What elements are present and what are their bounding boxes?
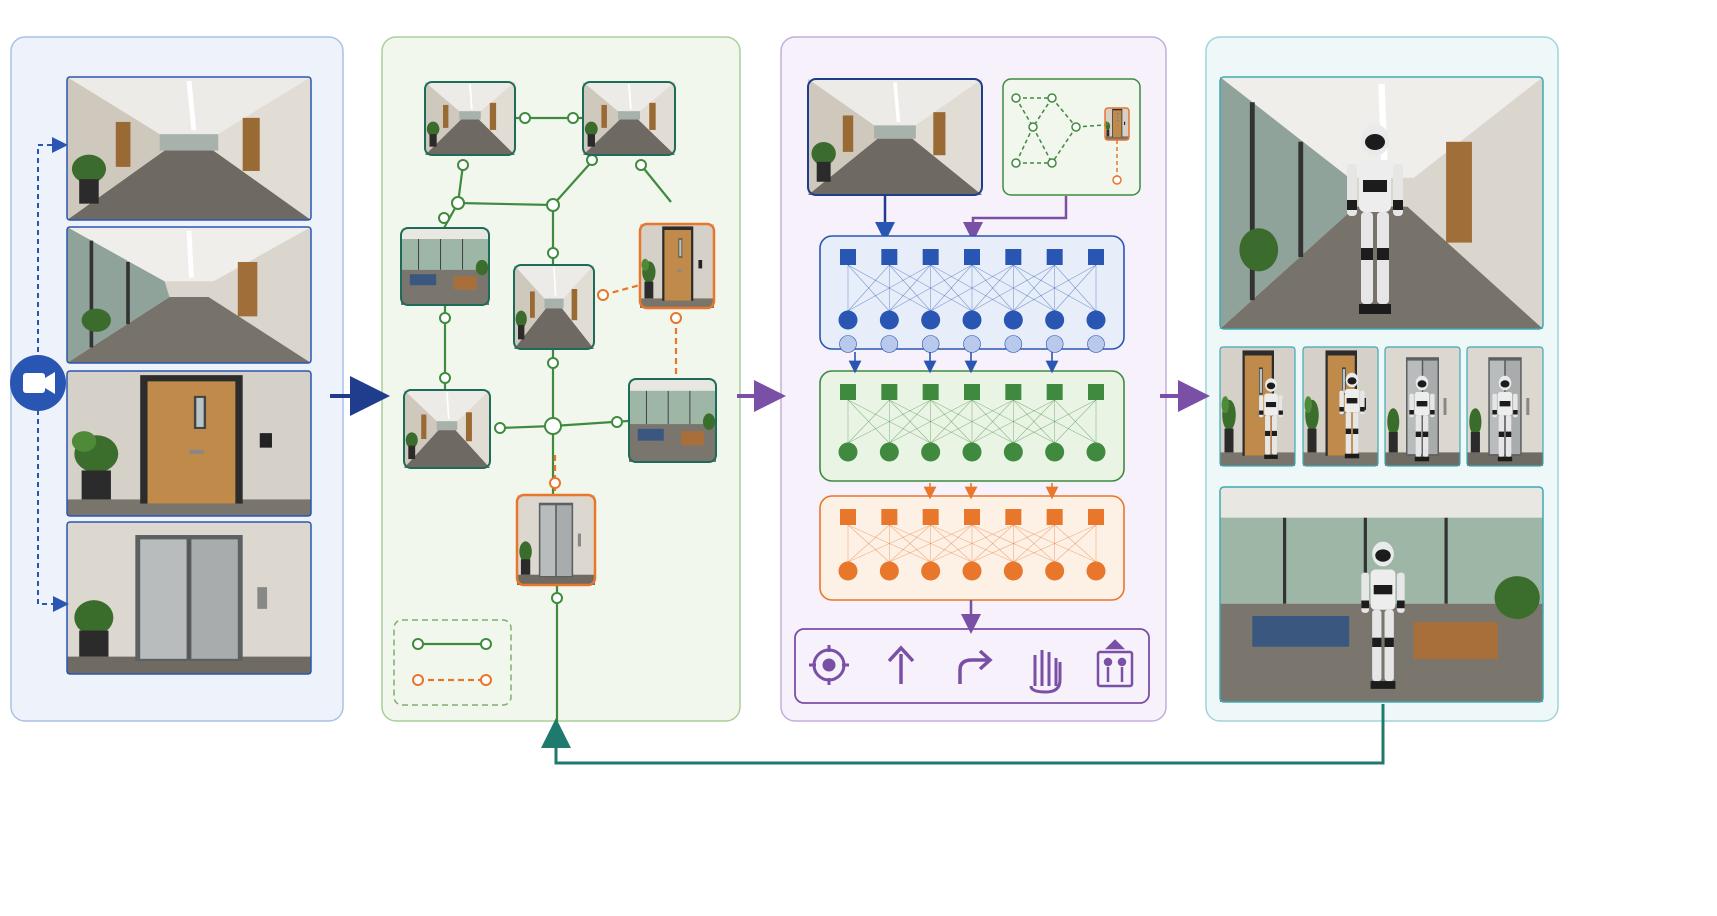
observation-frame	[66, 370, 312, 517]
layer-ghost-node	[880, 335, 899, 353]
layer-square-node	[1088, 249, 1104, 265]
layer-round-node	[879, 561, 899, 581]
layer-square-node	[881, 509, 898, 525]
layer-square-node	[881, 384, 898, 400]
turn-right-icon	[958, 649, 993, 684]
map-node-elevator-highlighted	[515, 493, 597, 587]
elevator-icon	[1096, 639, 1134, 688]
layer-round-node	[1086, 442, 1106, 462]
input-graph-thumbnail	[1002, 78, 1141, 196]
layer-round-node	[879, 310, 899, 330]
edge-legend	[393, 619, 512, 706]
map-node	[513, 264, 595, 350]
layer-square-node	[1088, 509, 1104, 525]
layer-square-node	[922, 509, 939, 525]
layer-square-node	[964, 384, 980, 400]
input-observation-image	[807, 78, 983, 196]
layer-square-node	[1005, 384, 1022, 400]
map-node	[400, 227, 490, 306]
layer-round-node	[1086, 561, 1106, 581]
layer-square-node	[840, 509, 856, 525]
layer-square-node	[1046, 249, 1063, 265]
policy-network-layers	[819, 235, 1125, 601]
target-icon	[809, 645, 849, 685]
network-layer-blue	[819, 235, 1125, 353]
network-layer-green	[819, 370, 1125, 482]
layer-square-node	[922, 384, 939, 400]
robot-view-main	[1219, 76, 1544, 330]
topological-nodes	[400, 81, 717, 587]
layer-ghost-node	[963, 335, 981, 353]
layer-round-node	[1045, 310, 1065, 330]
layer-round-node	[921, 310, 941, 330]
stop-hand-icon	[1029, 650, 1062, 694]
robot-view-thumbnail	[1384, 346, 1461, 467]
layer-round-node	[1003, 310, 1023, 330]
layer-round-node	[962, 442, 982, 462]
observation-frame	[66, 76, 312, 221]
layer-round-node	[1086, 310, 1106, 330]
layer-square-node	[922, 249, 939, 265]
layer-square-node	[964, 509, 980, 525]
layer-round-node	[962, 561, 982, 581]
layer-ghost-node	[1045, 335, 1064, 353]
layer-square-node	[964, 249, 980, 265]
layer-round-node	[921, 561, 941, 581]
observation-frames	[66, 76, 312, 675]
map-node	[582, 81, 676, 156]
layer-square-node	[881, 249, 898, 265]
layer-round-node	[1045, 442, 1065, 462]
move-forward-icon	[887, 645, 915, 684]
layer-ghost-node	[1087, 335, 1105, 353]
robot-view-thumbnails	[1219, 346, 1544, 467]
layer-round-node	[962, 310, 982, 330]
orange-joints	[549, 289, 682, 489]
layer-round-node	[838, 310, 858, 330]
graph-joints	[438, 112, 647, 604]
map-node	[403, 389, 491, 469]
map-node	[628, 378, 717, 463]
layer-square-node	[1046, 509, 1063, 525]
layer-square-node	[840, 384, 856, 400]
feedback-loop-arrow	[541, 704, 1385, 765]
video-camera-icon	[10, 355, 66, 411]
layer-ghost-node	[921, 335, 940, 353]
layer-round-node	[838, 561, 858, 581]
network-layer-orange	[819, 495, 1125, 601]
robot-view-lounge	[1219, 486, 1544, 703]
observation-frame	[66, 521, 312, 675]
layer-ghost-node	[839, 335, 857, 353]
layer-square-node	[1088, 384, 1104, 400]
robot-view-thumbnail	[1466, 346, 1544, 467]
robot-view-thumbnail	[1302, 346, 1379, 467]
layer-round-node	[921, 442, 941, 462]
layer-square-node	[840, 249, 856, 265]
layer-square-node	[1046, 384, 1063, 400]
graph-to-network-arrow	[963, 196, 1068, 242]
layer-square-node	[1005, 509, 1022, 525]
observation-frame	[66, 226, 312, 364]
layer-round-node	[1003, 561, 1023, 581]
layer-round-node	[1045, 561, 1065, 581]
robot-view-thumbnail	[1219, 346, 1296, 467]
layer-round-node	[879, 442, 899, 462]
layer-square-node	[1005, 249, 1022, 265]
layer-round-node	[1003, 442, 1023, 462]
map-node-door-highlighted	[638, 222, 716, 310]
layer-round-node	[838, 442, 858, 462]
layer-ghost-node	[1004, 335, 1023, 353]
map-node	[424, 81, 516, 156]
